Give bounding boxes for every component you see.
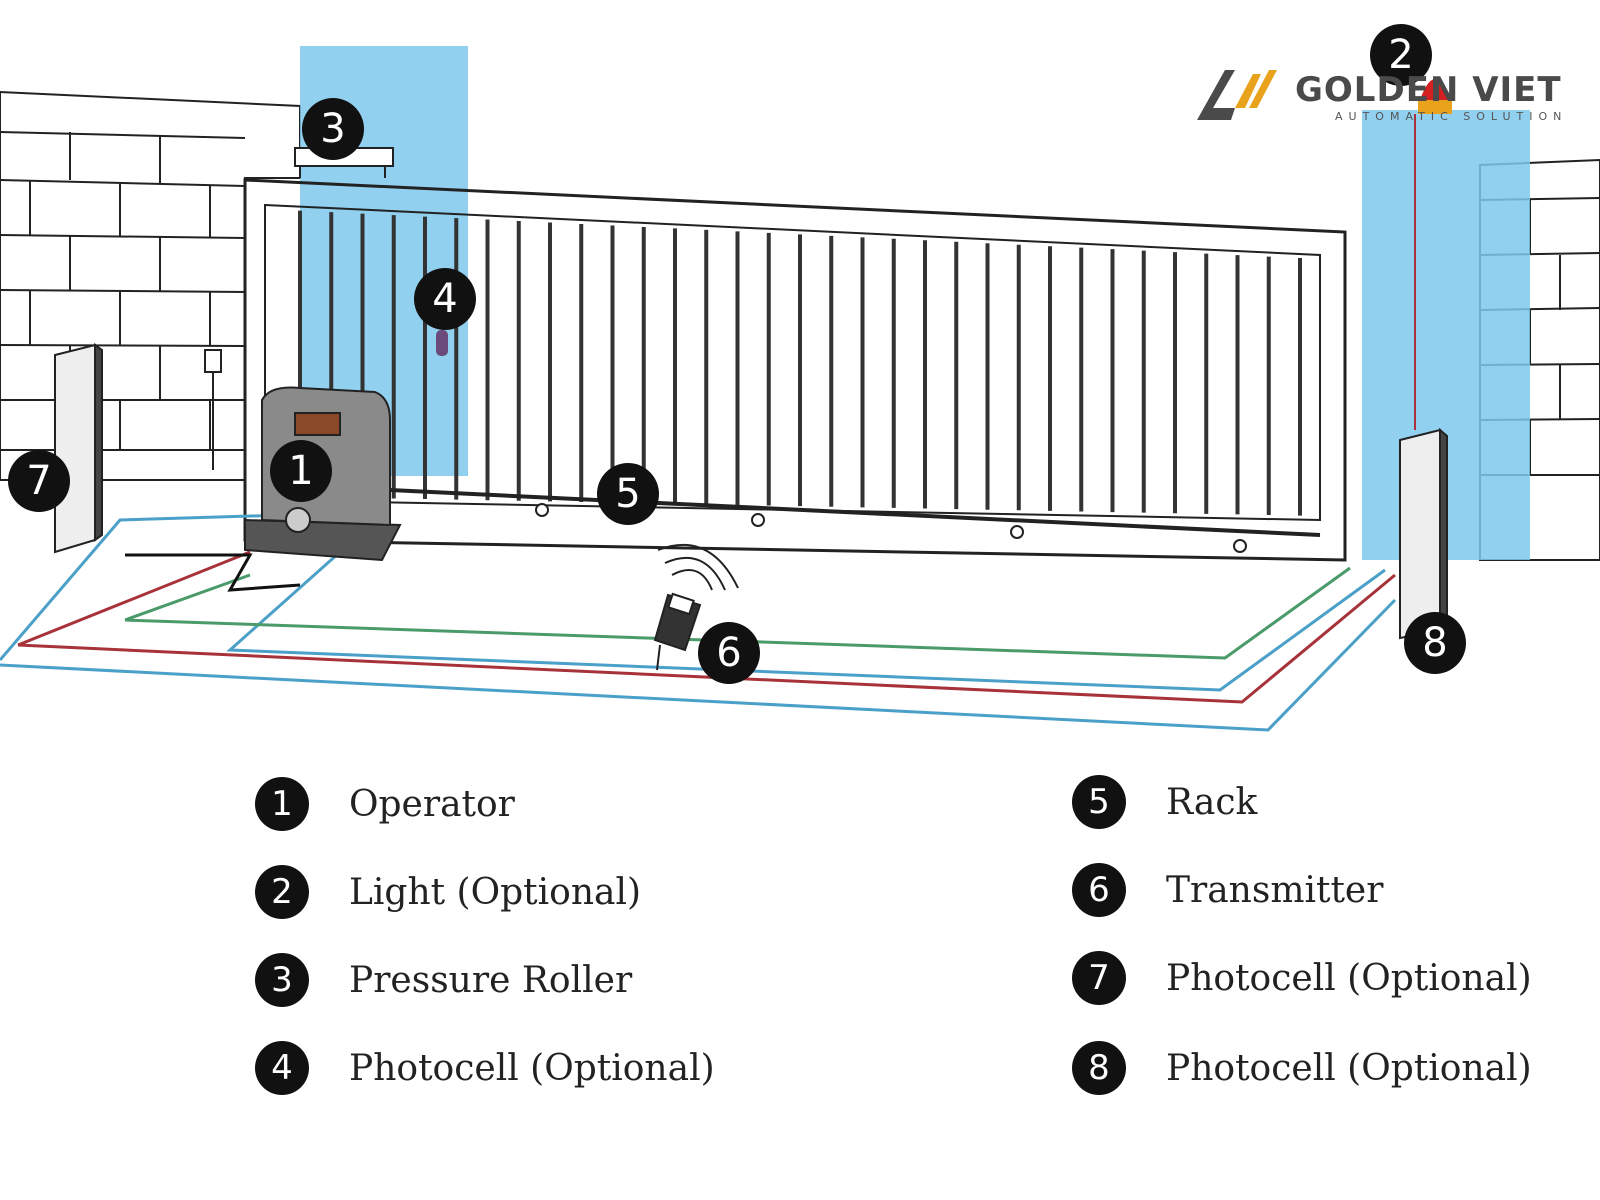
- legend-label: Rack: [1166, 781, 1258, 823]
- legend-number-badge: 1: [255, 777, 309, 831]
- legend-number-badge: 7: [1072, 951, 1126, 1005]
- legend-label: Transmitter: [1166, 869, 1384, 911]
- legend: 1 Operator 2 Light (Optional) 3 Pressure…: [0, 770, 1600, 1170]
- legend-label: Light (Optional): [349, 871, 642, 913]
- power-socket-icon: [204, 349, 222, 470]
- marker-2: 2: [1370, 24, 1432, 86]
- legend-item: 3 Pressure Roller: [255, 952, 632, 1008]
- rack: [389, 488, 1321, 553]
- legend-number-badge: 2: [255, 865, 309, 919]
- marker-7: 7: [8, 450, 70, 512]
- marker-5: 5: [597, 463, 659, 525]
- legend-item: 4 Photocell (Optional): [255, 1040, 715, 1096]
- ground-wiring: [0, 510, 1397, 732]
- legend-number-badge: 5: [1072, 775, 1126, 829]
- legend-item: 1 Operator: [255, 776, 515, 832]
- legend-item: 7 Photocell (Optional): [1072, 950, 1532, 1006]
- gate-bars: [298, 210, 1302, 516]
- marker-4: 4: [414, 268, 476, 330]
- legend-number-badge: 6: [1072, 863, 1126, 917]
- warning-light-icon: [1414, 79, 1452, 430]
- legend-number-badge: 3: [255, 953, 309, 1007]
- left-brick-wall: [0, 90, 301, 481]
- photocell-sensor-4: [436, 330, 448, 356]
- legend-item: 8 Photocell (Optional): [1072, 1040, 1532, 1096]
- legend-item: 2 Light (Optional): [255, 864, 641, 920]
- golden-viet-logo-mark-icon: [1197, 70, 1277, 120]
- legend-number-badge: 8: [1072, 1041, 1126, 1095]
- legend-item: 5 Rack: [1072, 774, 1257, 830]
- brand-logo: GOLDEN VIET AUTOMATIC SOLUTION: [1195, 62, 1575, 132]
- brand-name: GOLDEN VIET: [1295, 70, 1562, 110]
- legend-label: Photocell (Optional): [1166, 1047, 1532, 1089]
- transmitter-remote: [653, 543, 739, 671]
- legend-label: Photocell (Optional): [1166, 957, 1532, 999]
- marker-6: 6: [698, 622, 760, 684]
- photocell-post-left: [54, 343, 103, 554]
- photocell-post-right: [1399, 427, 1448, 640]
- brand-tagline: AUTOMATIC SOLUTION: [1335, 110, 1568, 123]
- legend-item: 6 Transmitter: [1072, 862, 1383, 918]
- marker-8: 8: [1404, 612, 1466, 674]
- legend-label: Photocell (Optional): [349, 1047, 715, 1089]
- sliding-gate-illustration: [0, 46, 1600, 732]
- legend-label: Operator: [349, 783, 515, 825]
- marker-3: 3: [302, 98, 364, 160]
- legend-number-badge: 4: [255, 1041, 309, 1095]
- legend-label: Pressure Roller: [349, 959, 633, 1001]
- marker-1: 1: [270, 440, 332, 502]
